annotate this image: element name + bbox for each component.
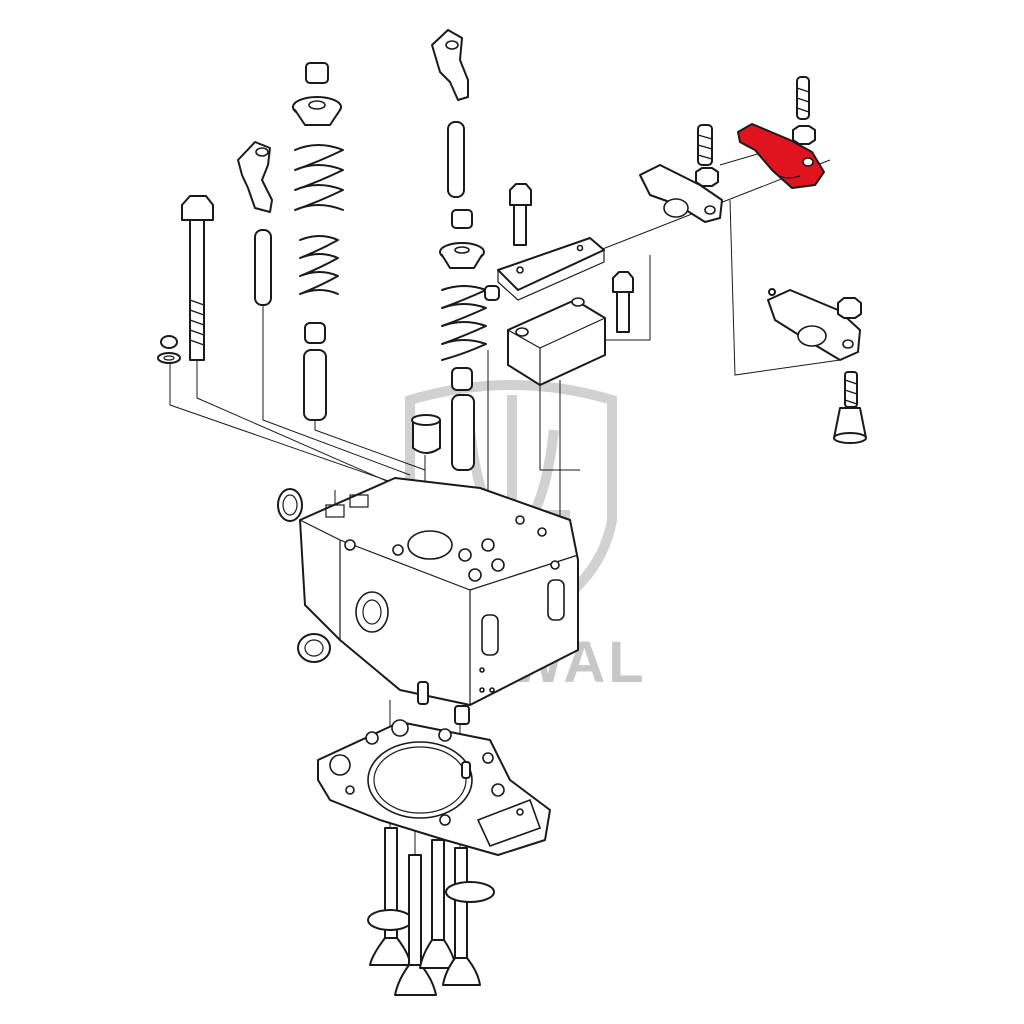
rocker-shaft-bracket-bolt [612,271,634,333]
push-rod-left [254,229,272,306]
cylinder-head-bolt [181,195,214,361]
valve-keeper-top [305,62,329,84]
valve-spring-outer [294,144,344,211]
rocker-arm-upper [639,164,723,223]
exhaust-valve-2 [442,847,495,986]
rocker-arm-center [431,29,469,101]
valve-guide-center [451,394,475,471]
fitting [454,705,470,725]
adjusting-screw-upper [697,124,713,166]
injector-sleeve [411,414,441,454]
cylinder-head [299,477,579,706]
spring-retainer-top [292,96,342,126]
core-plug-side [297,633,331,663]
rocker-arm-lower [767,288,861,361]
adjusting-screw-lower [844,371,858,408]
valve-stem-seal-center [451,367,473,391]
valve-spring-center [441,285,487,361]
valve-bridge [833,407,867,444]
cylinder-head-gasket [317,719,551,856]
valve-keeper-center [451,209,473,229]
dowel-pin [417,681,429,705]
intake-valve-2 [394,854,437,996]
adjusting-screw-highlight [796,76,810,120]
valve-spring-inner [299,235,339,295]
lock-nut-upper [695,167,719,187]
rocker-shaft [497,237,605,301]
lock-nut-lower [837,297,862,319]
valve-guide-left [303,349,327,421]
valve-cap [484,285,500,301]
exhaust-valve-1 [419,839,457,969]
rocker-arm-highlighted [737,123,825,189]
rocker-shaft-bracket [507,297,606,386]
push-rod-center [447,121,465,198]
rocker-arm-left [237,141,273,213]
washer [157,335,181,364]
intake-valve-1 [367,827,413,966]
valve-stem-seal-left [304,322,326,344]
spring-retainer-center [439,242,485,269]
rocker-shaft-bolt [509,183,532,246]
lock-nut-highlight [792,125,816,145]
core-plug-top [277,488,303,522]
